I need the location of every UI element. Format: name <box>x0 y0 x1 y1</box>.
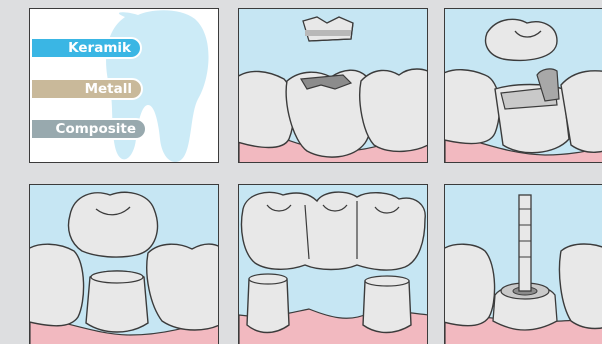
crown-preparation-icon <box>30 185 219 344</box>
panel-bridge <box>238 184 428 344</box>
dental-restoration-diagram: Keramik Metall Composite <box>0 0 602 337</box>
panel-implant <box>444 184 602 344</box>
onlay-crown-insertion-icon <box>445 9 602 163</box>
legend-item-metall: Metall <box>30 78 143 100</box>
panel-onlay <box>444 8 602 163</box>
legend-item-keramik: Keramik <box>30 37 142 59</box>
panel-material-legend: Keramik Metall Composite <box>29 8 219 163</box>
implant-post-icon <box>445 185 602 344</box>
legend-item-composite: Composite <box>30 118 147 140</box>
inlay-insertion-icon <box>239 9 428 163</box>
bridge-insertion-icon <box>239 185 428 344</box>
panel-crown <box>29 184 219 344</box>
panel-inlay <box>238 8 428 163</box>
